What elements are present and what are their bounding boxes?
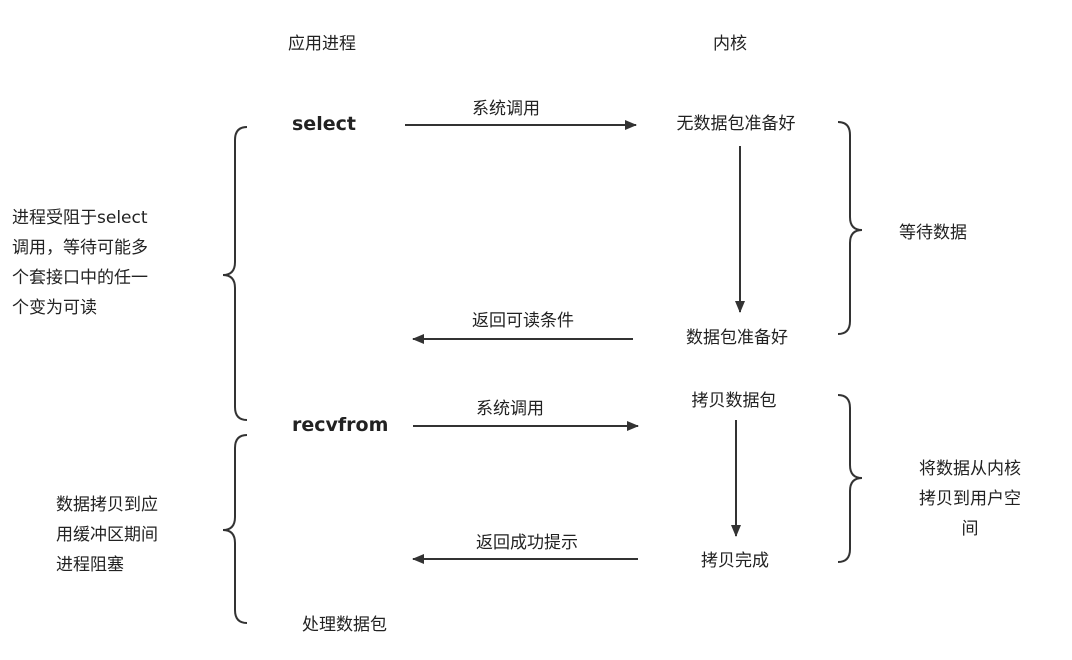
- note-select-blocked: 进程受阻于select 调用，等待可能多 个套接口中的任一 个变为可读: [12, 203, 148, 323]
- label-return-readable: 返回可读条件: [472, 311, 574, 331]
- note-copy-to-user-line: 将数据从内核: [919, 459, 1021, 479]
- step-process-packet: 处理数据包: [302, 615, 387, 635]
- note-copy-blocked-line: 用缓冲区期间: [56, 525, 158, 545]
- kernel-no-packet: 无数据包准备好: [676, 114, 796, 134]
- label-syscall-2: 系统调用: [476, 399, 544, 419]
- note-select-blocked-line: 进程受阻于select: [12, 208, 148, 228]
- note-select-blocked-line: 个变为可读: [12, 298, 97, 318]
- note-copy-to-user-line: 拷贝到用户空间: [919, 489, 1021, 539]
- note-copy-to-user: 将数据从内核 拷贝到用户空间: [919, 454, 1021, 544]
- note-select-blocked-line: 个套接口中的任一: [12, 268, 148, 288]
- kernel-packet-ready: 数据包准备好: [686, 328, 788, 348]
- header-app-process: 应用进程: [288, 34, 356, 54]
- label-return-success: 返回成功提示: [476, 533, 578, 553]
- kernel-copy-packet: 拷贝数据包: [691, 391, 777, 411]
- note-copy-blocked: 数据拷贝到应 用缓冲区期间 进程阻塞: [56, 490, 158, 580]
- note-select-blocked-line: 调用，等待可能多: [12, 238, 148, 258]
- left-brace-select: [222, 126, 248, 421]
- step-recvfrom: recvfrom: [292, 414, 389, 436]
- kernel-copy-done: 拷贝完成: [701, 551, 769, 571]
- note-copy-blocked-line: 进程阻塞: [56, 555, 124, 575]
- right-brace-copy: [837, 394, 863, 563]
- label-syscall-1: 系统调用: [472, 99, 540, 119]
- step-select: select: [292, 113, 356, 135]
- right-brace-wait: [837, 121, 863, 335]
- note-copy-blocked-line: 数据拷贝到应: [56, 495, 158, 515]
- note-wait-data: 等待数据: [899, 223, 967, 243]
- left-brace-copy: [222, 434, 248, 624]
- header-kernel: 内核: [713, 34, 747, 54]
